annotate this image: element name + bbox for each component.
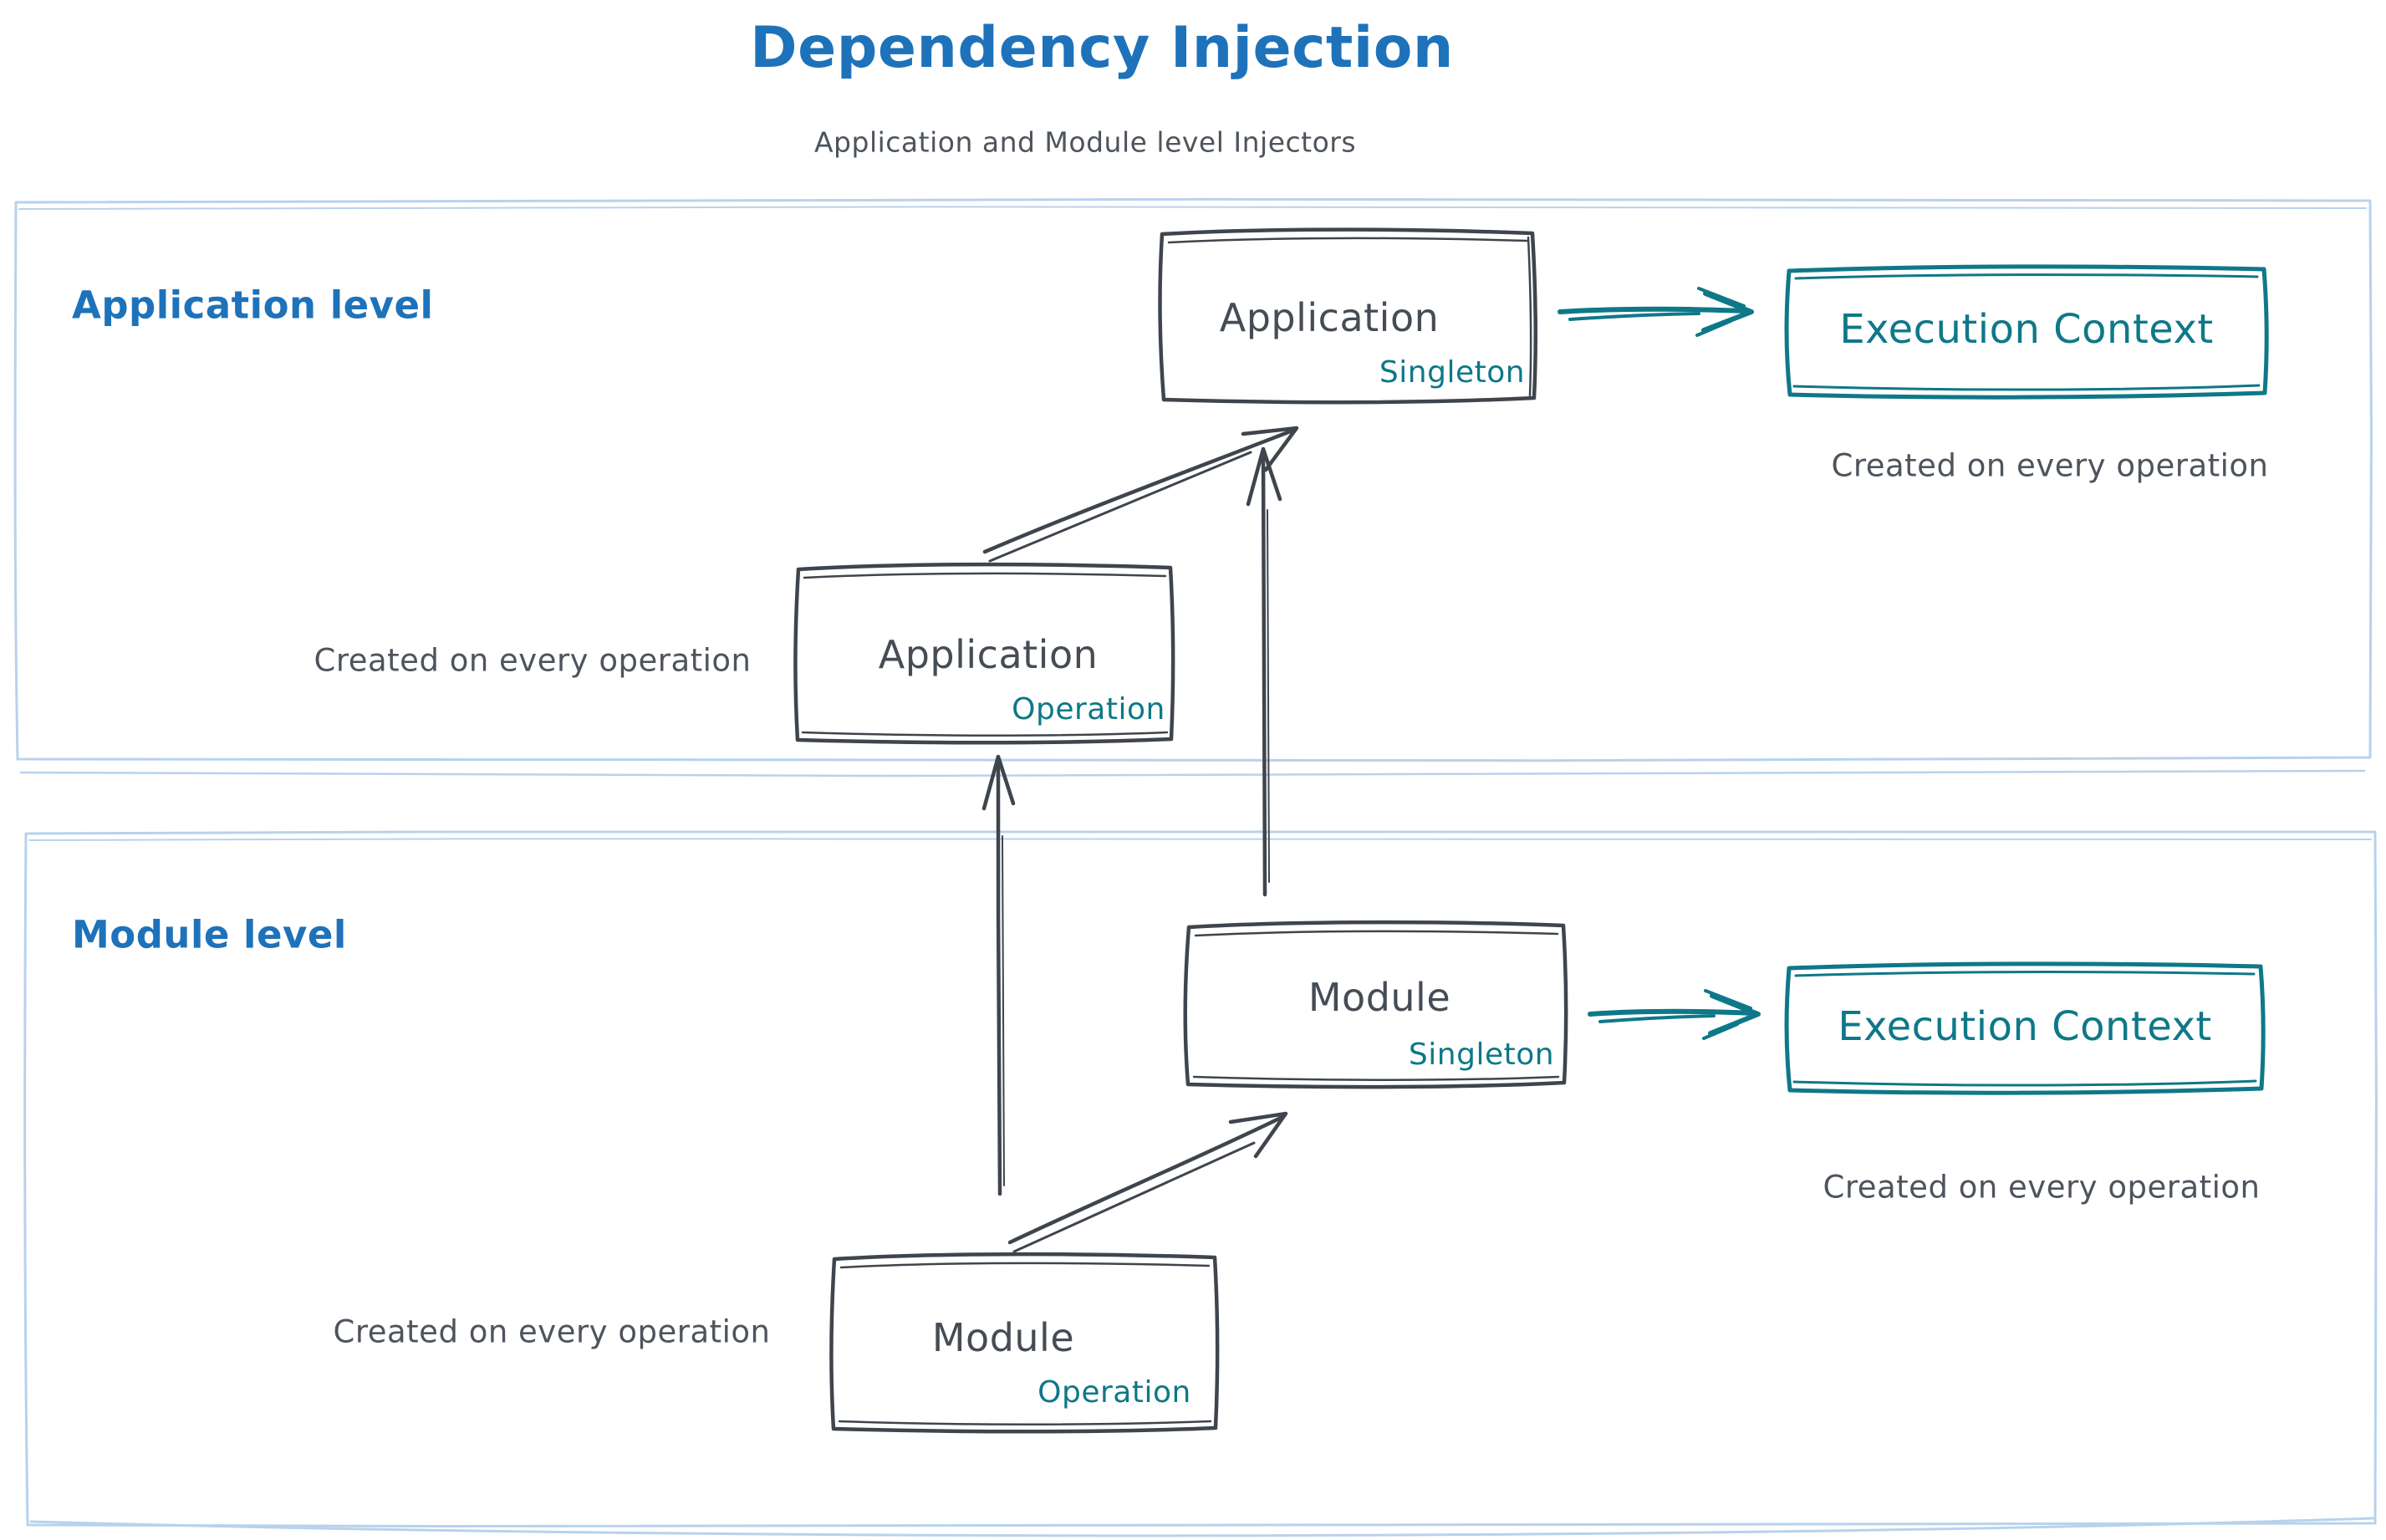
- execution-context-box-module: [1784, 961, 2266, 1095]
- execution-context-label-application: Execution Context: [1839, 306, 2214, 353]
- diagram-subtitle: Application and Module level Injectors: [813, 125, 1357, 159]
- module-singleton-title: Module: [1308, 975, 1451, 1020]
- execution-context-note-application: Created on every operation: [1831, 447, 2269, 484]
- application-level-label: Application level: [72, 283, 434, 328]
- application-operation-note: Created on every operation: [314, 642, 752, 679]
- arrow-module-operation-to-module-singleton: [1007, 1111, 1288, 1253]
- application-operation-box: [793, 562, 1175, 745]
- module-operation-box: [829, 1252, 1220, 1434]
- arrow-module-singleton-to-execution-context: [1588, 989, 1761, 1040]
- diagram-title: Dependency Injection: [750, 15, 1454, 81]
- arrow-application-operation-to-application-singleton: [982, 426, 1299, 563]
- module-singleton-box: [1183, 920, 1568, 1089]
- execution-context-box-application: [1784, 264, 2269, 400]
- module-operation-scope-label: Operation: [1038, 1375, 1191, 1410]
- module-operation-title: Module: [931, 1315, 1075, 1360]
- module-singleton-scope-label: Singleton: [1408, 1038, 1555, 1072]
- application-operation-scope-label: Operation: [1012, 692, 1165, 727]
- module-operation-note: Created on every operation: [333, 1313, 771, 1350]
- arrow-module-operation-to-application-operation: [981, 754, 1016, 1196]
- execution-context-note-module: Created on every operation: [1823, 1169, 2261, 1206]
- application-operation-title: Application: [878, 632, 1099, 677]
- application-singleton-box: [1158, 227, 1537, 405]
- execution-context-label-module: Execution Context: [1838, 1003, 2212, 1050]
- application-singleton-title: Application: [1219, 295, 1440, 340]
- arrow-application-singleton-to-execution-context: [1558, 287, 1754, 337]
- module-level-label: Module level: [72, 912, 347, 957]
- application-singleton-scope-label: Singleton: [1379, 355, 1526, 390]
- arrow-module-singleton-to-application-singleton: [1246, 446, 1282, 897]
